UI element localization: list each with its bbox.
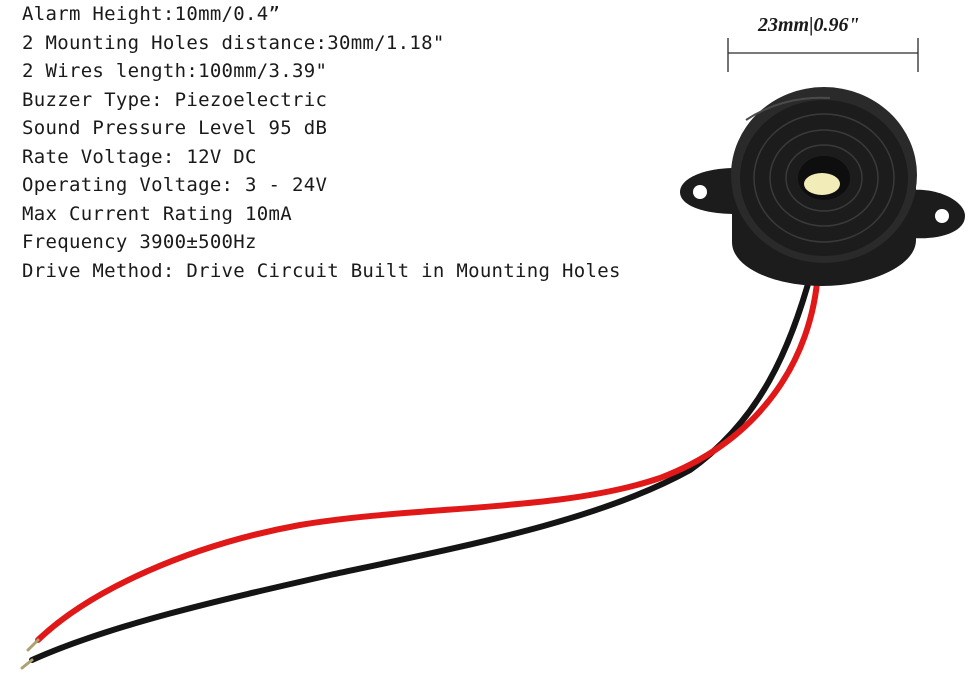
spec-max-current: Max Current Rating 10mA xyxy=(22,202,292,225)
spec-frequency: Frequency 3900±500Hz xyxy=(22,231,257,253)
wires xyxy=(20,267,821,670)
spec-alarm-height: Alarm Height:10mm/0.4” xyxy=(22,3,281,25)
spec-rate-voltage: Rate Voltage: 12V DC xyxy=(22,145,257,168)
spec-drive-method: Drive Method: Drive Circuit Built in Mou… xyxy=(22,259,621,282)
spec-wire-length: 2 Wires length:100mm/3.39" xyxy=(22,60,328,82)
black-wire xyxy=(29,267,815,663)
red-wire-tip xyxy=(26,638,40,652)
spec-sound-pressure: Sound Pressure Level 95 dB xyxy=(22,117,328,139)
black-wire-tip xyxy=(20,658,34,670)
mounting-tab-left xyxy=(680,168,735,214)
spec-list: Alarm Height:10mm/0.4” 2 Mounting Holes … xyxy=(22,0,621,285)
spec-buzzer-type: Buzzer Type: Piezoelectric xyxy=(22,88,328,111)
buzzer xyxy=(680,87,965,286)
sound-hole-indicator xyxy=(804,173,840,195)
spec-mounting-holes: 2 Mounting Holes distance:30mm/1.18" xyxy=(22,31,445,54)
dimension-label: 23mm|0.96" xyxy=(758,14,860,36)
mounting-hole-right xyxy=(935,209,949,223)
spec-operating-voltage: Operating Voltage: 3 - 24V xyxy=(22,174,328,196)
mounting-hole-left xyxy=(693,185,707,199)
red-wire xyxy=(35,269,821,643)
dimension-line xyxy=(727,38,919,72)
